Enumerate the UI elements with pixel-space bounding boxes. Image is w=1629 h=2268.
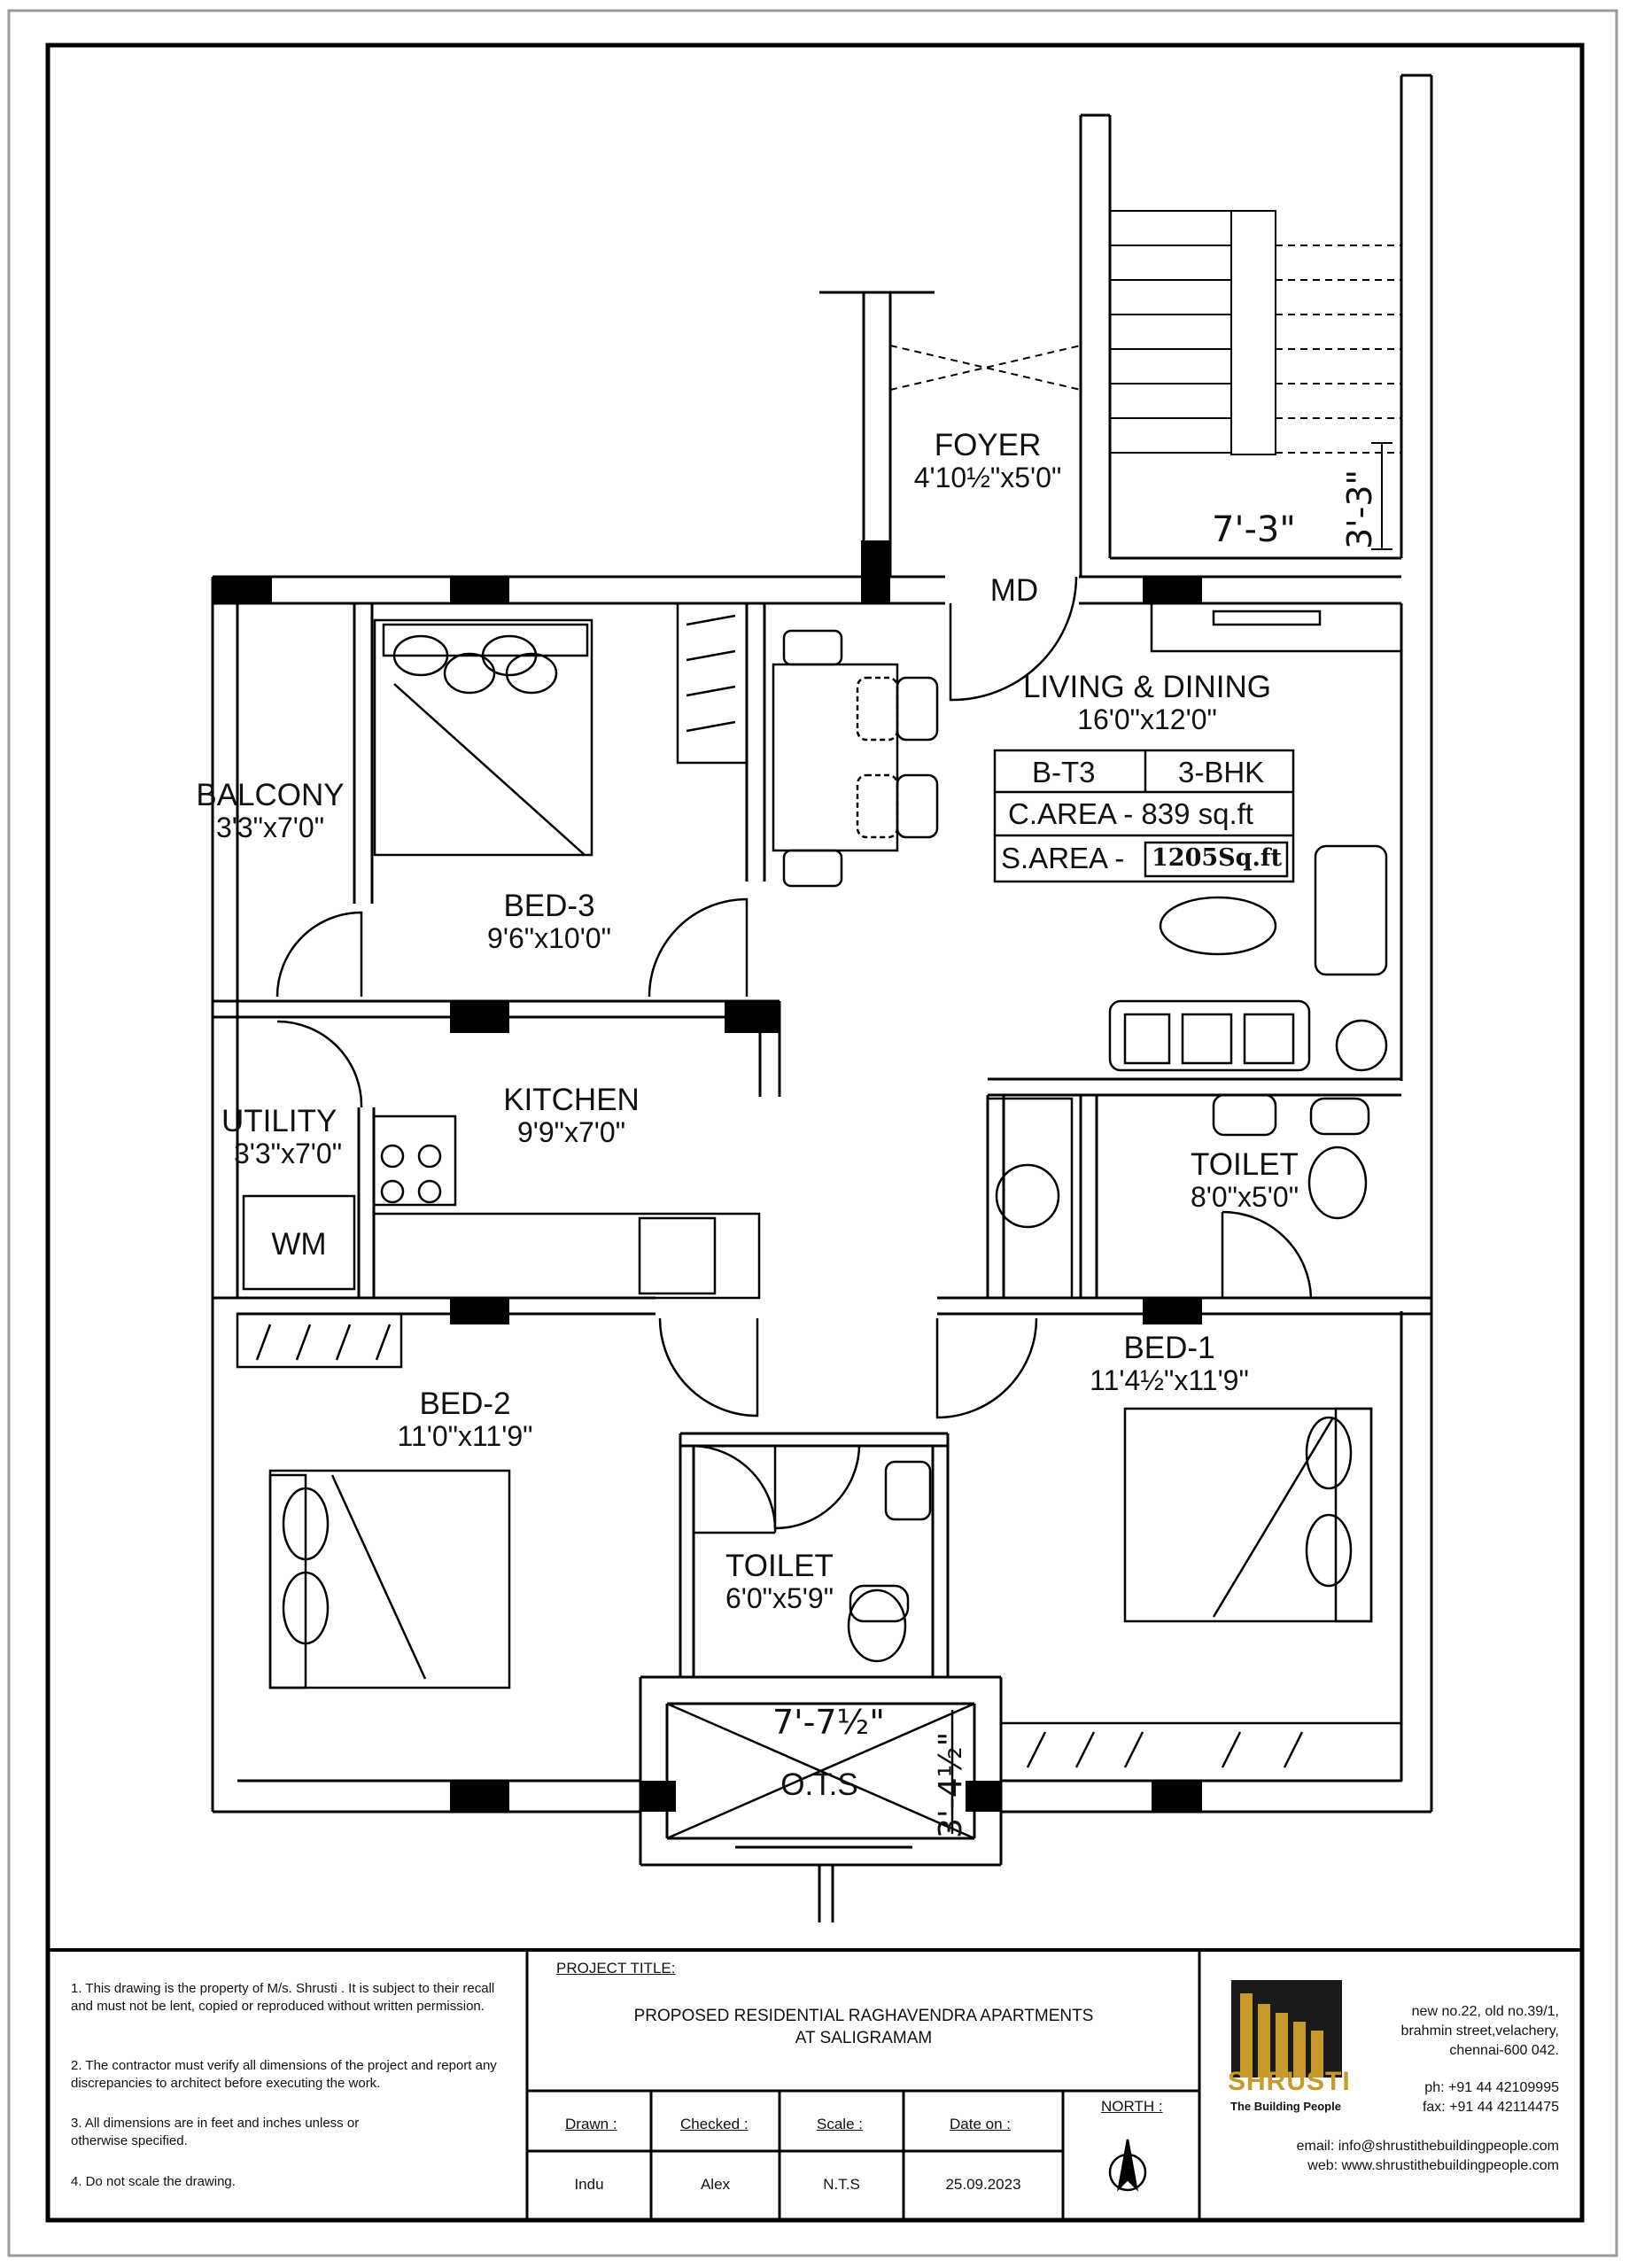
address-line-2: brahmin street,velachery, xyxy=(1400,2023,1559,2039)
room-ots: O.T.S xyxy=(780,1767,858,1802)
room-dimension: 4'10½"x5'0" xyxy=(913,462,1062,494)
address-line-1: new no.22, old no.39/1, xyxy=(1411,2004,1559,2019)
unit-bhk: 3-BHK xyxy=(1178,756,1265,788)
room-toilet-2: TOILET 6'0"x5'9" xyxy=(695,1549,864,1615)
room-main-door: MD xyxy=(989,573,1039,608)
company-contact: ph: +91 44 42109995 fax: +91 44 42114475 xyxy=(1423,2078,1559,2117)
room-bed-1: BED-1 11'4½"x11'9" xyxy=(1072,1331,1267,1397)
drawing-frame xyxy=(45,43,1585,2223)
room-name: TOILET xyxy=(725,1549,834,1583)
room-dimension: 9'6"x10'0" xyxy=(487,922,611,955)
saleable-area-label: S.AREA - xyxy=(1001,842,1125,874)
room-dimension: 16'0"x12'0" xyxy=(1077,703,1217,736)
company-website[interactable]: web: www.shrustithebuildingpeople.com xyxy=(1307,2158,1559,2174)
north-label: NORTH : xyxy=(1101,2098,1163,2115)
room-utility: UTILITY 3'3"x7'0" xyxy=(221,1104,354,1170)
note-2: 2. The contractor must verify all dimens… xyxy=(71,2058,497,2092)
washing-machine-label: WM xyxy=(271,1227,327,1262)
note-4: 4. Do not scale the drawing. xyxy=(71,2174,236,2189)
room-name: BED-3 xyxy=(503,889,595,923)
walls xyxy=(211,74,1433,1922)
shrusti-logo-icon xyxy=(1231,1980,1342,2078)
room-living-dining: LIVING & DINING 16'0"x12'0" xyxy=(997,670,1298,736)
room-dimension: 9'9"x7'0" xyxy=(516,1116,626,1149)
room-name: TOILET xyxy=(1191,1147,1299,1182)
company-tagline: The Building People xyxy=(1230,2100,1341,2113)
room-dimension: 8'0"x5'0" xyxy=(1190,1181,1299,1214)
ots-depth-dimension: 3'-4½" xyxy=(933,1731,969,1838)
ots-width-dimension: 7'-7½" xyxy=(772,1703,885,1742)
room-name: BED-2 xyxy=(419,1386,511,1421)
room-bed-3: BED-3 9'6"x10'0" xyxy=(461,889,638,955)
room-balcony: BALCONY 3'3"x7'0" xyxy=(182,778,359,844)
room-dimension: 11'4½"x11'9" xyxy=(1090,1364,1249,1397)
company-address: new no.22, old no.39/1, brahmin street,v… xyxy=(1401,2002,1559,2061)
company-online: email: info@shrustithebuildingpeople.com… xyxy=(1297,2137,1559,2176)
room-bed-2: BED-2 11'0"x11'9" xyxy=(376,1386,554,1453)
room-name: BALCONY xyxy=(196,778,345,812)
drawn-value: Indu xyxy=(574,2176,604,2193)
date-label: Date on : xyxy=(950,2116,1011,2132)
outer-page-border xyxy=(7,9,1618,2257)
room-name: KITCHEN xyxy=(503,1083,640,1117)
stair-landing-dimension: 3'-3" xyxy=(1340,470,1379,549)
address-line-3: chennai-600 042. xyxy=(1449,2043,1559,2059)
area-table-grid xyxy=(993,749,1295,883)
date-value: 25.09.2023 xyxy=(945,2176,1021,2193)
room-foyer: FOYER 4'10½"x5'0" xyxy=(895,428,1081,494)
room-dimension: 3'3"x7'0" xyxy=(215,812,325,844)
columns xyxy=(213,540,1202,1812)
room-dimension: 11'0"x11'9" xyxy=(397,1420,533,1453)
stair-width-dimension: 7'-3" xyxy=(1212,509,1296,550)
saleable-area-value: 1205Sq.ft xyxy=(1152,844,1283,872)
checked-value: Alex xyxy=(700,2176,731,2193)
company-email[interactable]: email: info@shrustithebuildingpeople.com xyxy=(1296,2139,1559,2154)
furniture xyxy=(236,602,1403,1840)
carpet-area: C.AREA - 839 sq.ft xyxy=(1008,797,1253,830)
door-swings xyxy=(275,576,1313,1534)
note-3: 3. All dimensions are in feet and inches… xyxy=(71,2116,360,2149)
room-name: FOYER xyxy=(934,428,1042,462)
project-title: PROPOSED RESIDENTIAL RAGHAVENDRA APARTME… xyxy=(531,2006,1196,2049)
scale-label: Scale : xyxy=(817,2116,863,2132)
room-name: LIVING & DINING xyxy=(1022,670,1272,704)
company-phone: ph: +91 44 42109995 xyxy=(1424,2080,1559,2095)
checked-label: Checked : xyxy=(680,2116,749,2132)
room-toilet-1: TOILET 8'0"x5'0" xyxy=(1165,1147,1324,1214)
project-title-line-2: AT SALIGRAMAM xyxy=(795,2028,933,2047)
stairs xyxy=(889,210,1401,559)
room-dimension: 3'3"x7'0" xyxy=(233,1138,343,1170)
drawn-label: Drawn : xyxy=(565,2116,617,2132)
project-title-label: PROJECT TITLE: xyxy=(556,1960,676,1977)
project-title-line-1: PROPOSED RESIDENTIAL RAGHAVENDRA APARTME… xyxy=(633,2007,1094,2025)
note-1: 1. This drawing is the property of M/s. … xyxy=(71,1981,495,2015)
room-kitchen: KITCHEN 9'9"x7'0" xyxy=(483,1083,660,1149)
company-fax: fax: +91 44 42114475 xyxy=(1422,2100,1559,2116)
north-arrow-icon xyxy=(1108,2139,1147,2192)
title-block-grid xyxy=(525,1950,1201,2220)
room-dimension: 6'0"x5'9" xyxy=(725,1582,834,1615)
room-name: UTILITY xyxy=(221,1104,337,1138)
unit-type: B-T3 xyxy=(1032,756,1096,788)
scale-value: N.T.S xyxy=(823,2176,860,2193)
room-name: BED-1 xyxy=(1123,1331,1215,1365)
company-name: SHRUSTI xyxy=(1228,2067,1351,2096)
